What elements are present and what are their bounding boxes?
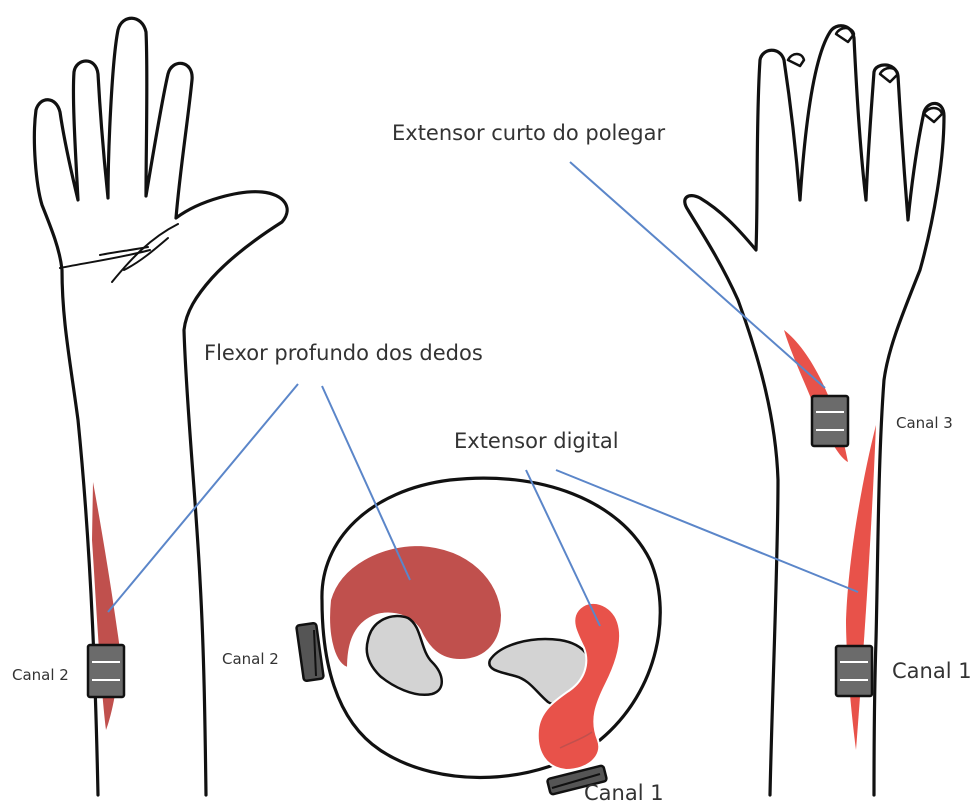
right-digital-extensor-muscle [846, 425, 876, 750]
pointer-flexor-left-arm [108, 384, 298, 612]
pointer-lines [108, 162, 858, 626]
labels: Extensor curto do polegar Flexor profund… [12, 121, 972, 805]
label-canal-2-section: Canal 2 [222, 650, 279, 668]
right-fingernail-4 [924, 108, 942, 122]
label-extensor-digital: Extensor digital [454, 429, 619, 453]
label-canal-1-arm: Canal 1 [892, 659, 972, 683]
pointer-extensor-digital-arm [556, 470, 858, 592]
electrode-canal-3 [812, 396, 848, 446]
right-fingernail-1 [788, 54, 804, 66]
left-arm-outline [34, 18, 287, 795]
label-flexor-profundo: Flexor profundo dos dedos [204, 341, 483, 365]
left-arm-palm-view [34, 18, 287, 795]
label-canal-1-section: Canal 1 [584, 781, 664, 805]
right-fingernail-2 [836, 28, 854, 42]
pointer-flexor-section [322, 386, 410, 580]
electrode-canal-1-arm [836, 646, 872, 696]
electrode-canal-2-arm [88, 645, 124, 697]
left-palm-crease-1 [60, 250, 150, 268]
label-canal-3: Canal 3 [896, 414, 953, 432]
electrode-canal-2-section [296, 623, 324, 681]
right-fingernail-3 [880, 68, 898, 82]
forearm-cross-section [296, 478, 660, 795]
left-palm-crease-2 [112, 224, 178, 282]
label-extensor-curto: Extensor curto do polegar [392, 121, 665, 145]
label-canal-2-arm: Canal 2 [12, 666, 69, 684]
pointer-extensor-digital-section [526, 470, 600, 626]
